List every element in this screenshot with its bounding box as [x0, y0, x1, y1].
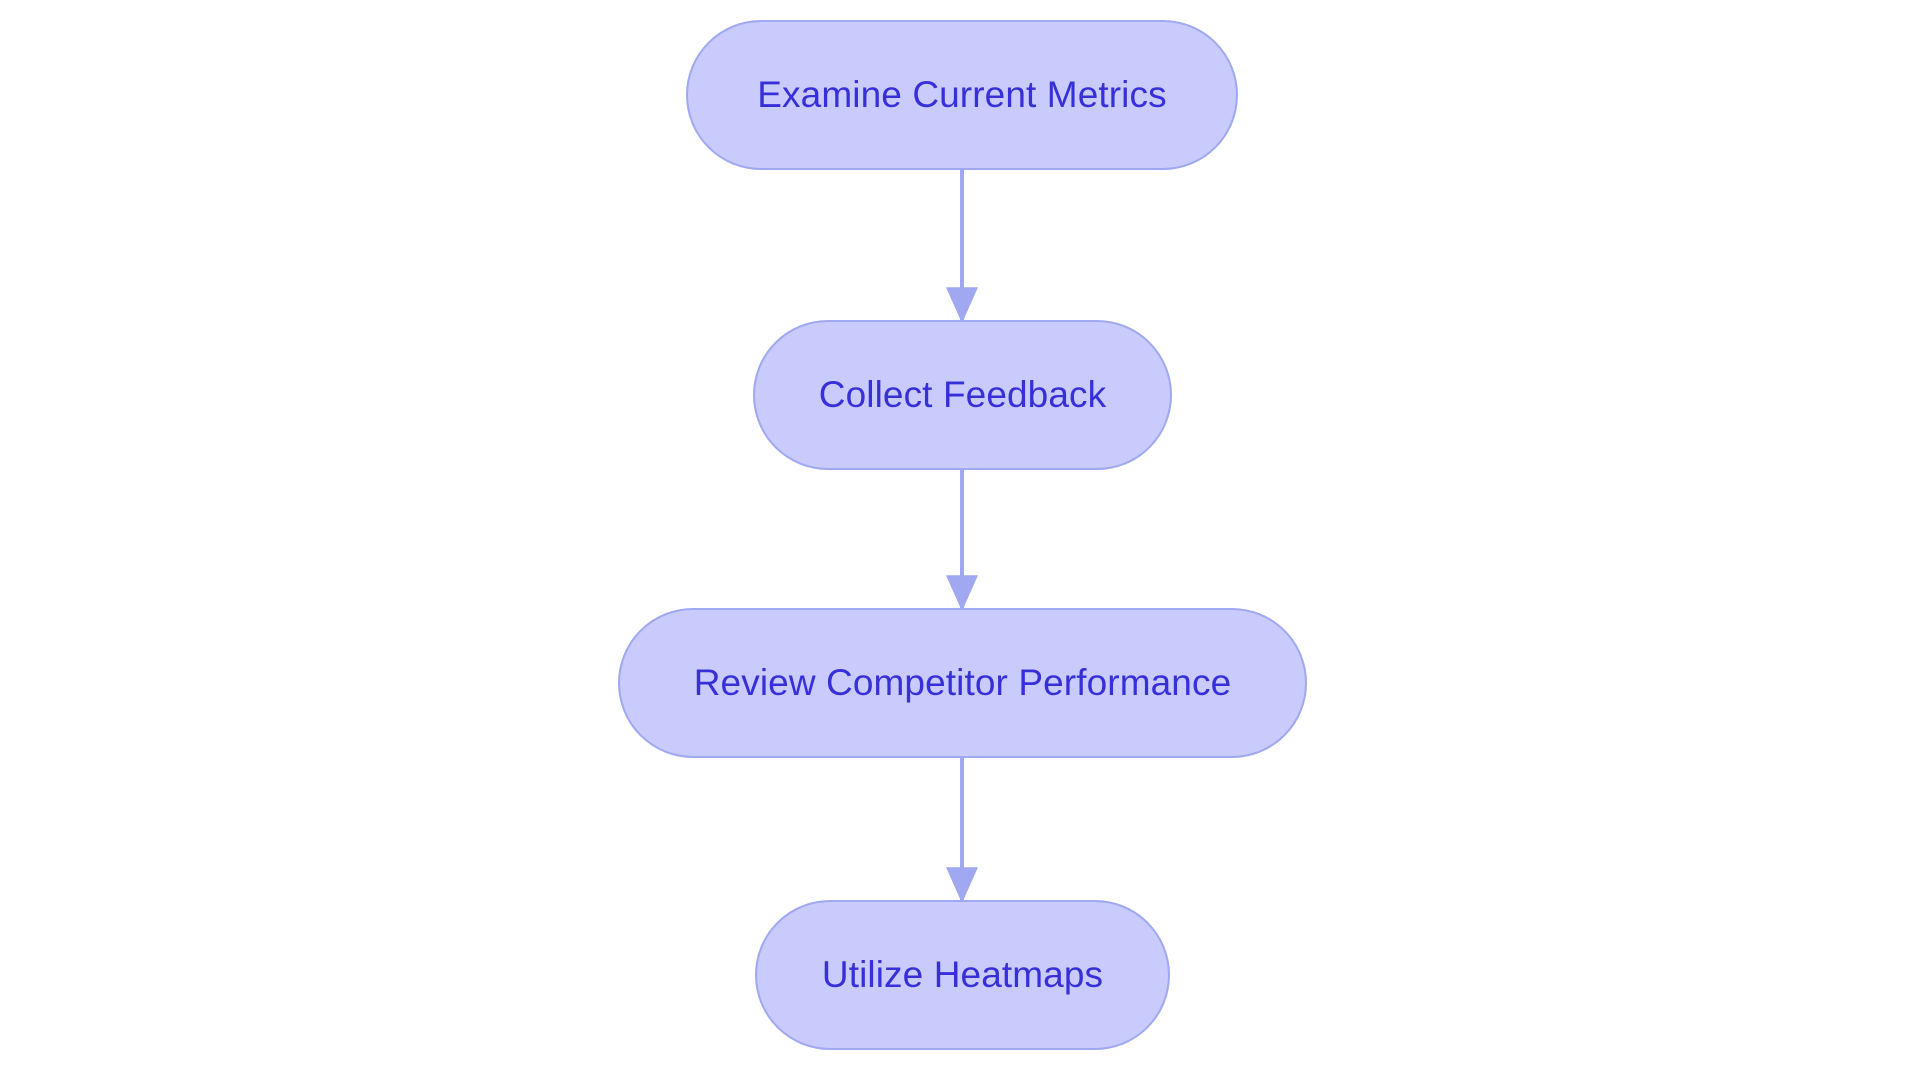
flow-node-utilize-heatmaps[interactable]: Utilize Heatmaps — [755, 900, 1170, 1050]
flow-node-collect-feedback[interactable]: Collect Feedback — [753, 320, 1172, 470]
flow-node-label: Examine Current Metrics — [757, 73, 1167, 115]
flow-node-label: Collect Feedback — [818, 373, 1107, 415]
flow-node-label: Review Competitor Performance — [693, 661, 1232, 703]
flow-node-review-competitor-performance[interactable]: Review Competitor Performance — [618, 608, 1307, 758]
flow-node-examine-current-metrics[interactable]: Examine Current Metrics — [686, 20, 1238, 170]
flow-node-label: Utilize Heatmaps — [821, 953, 1104, 995]
